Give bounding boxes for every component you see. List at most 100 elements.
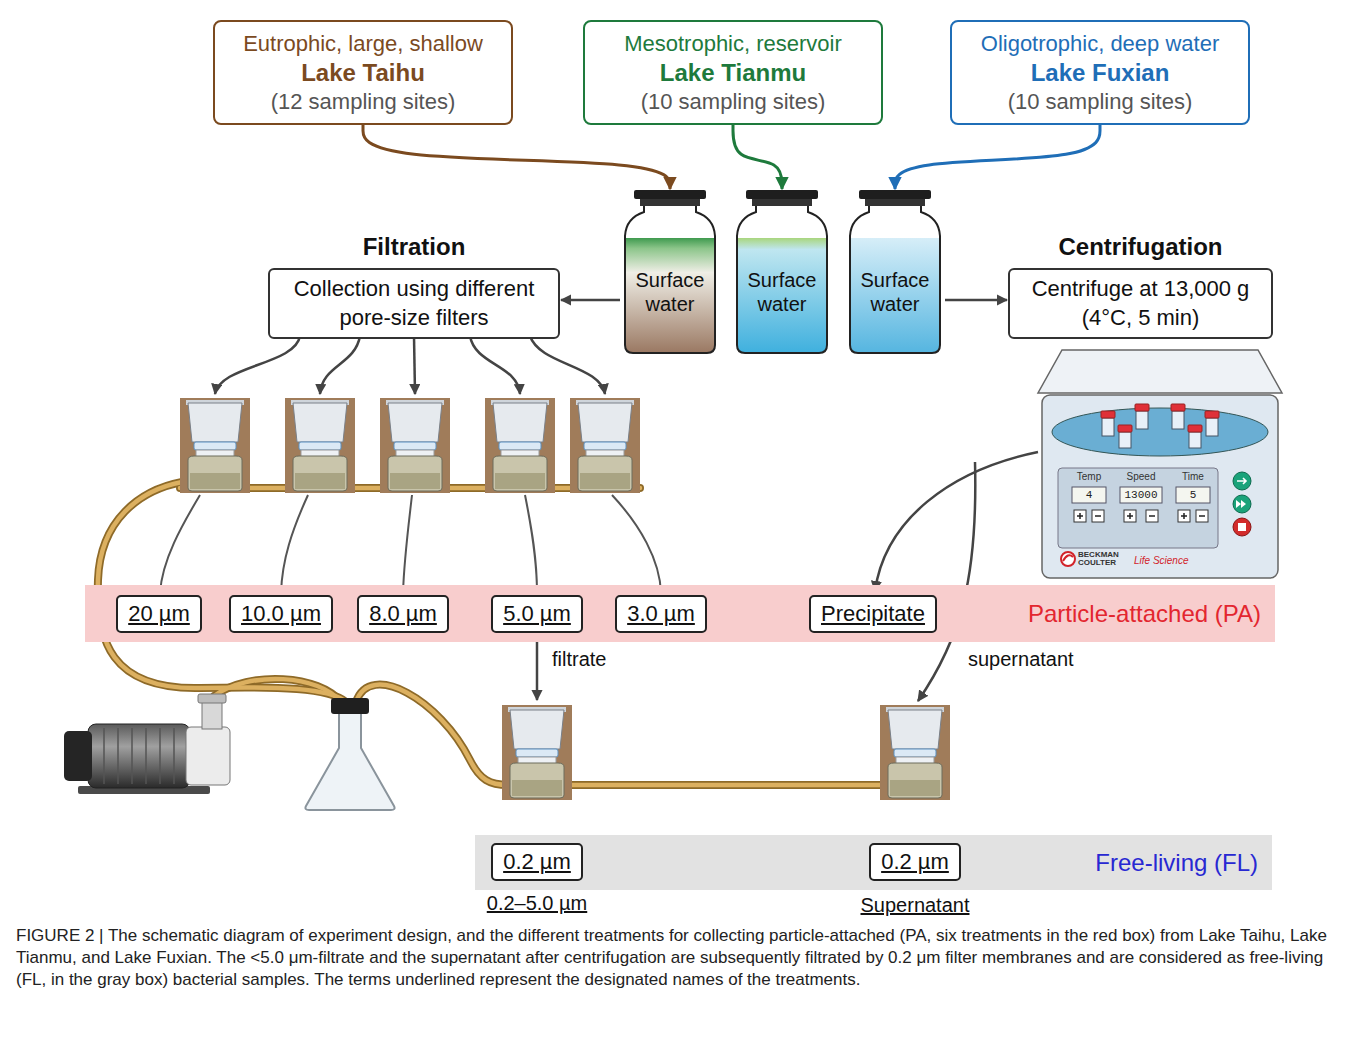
- centrifuge: [1077, 513, 1205, 519]
- centrifuge: [1199, 515, 1205, 517]
- centrifuge: [1205, 411, 1219, 418]
- method-box: Collection using different pore-size fil…: [268, 268, 560, 339]
- site-count: (12 sampling sites): [221, 88, 505, 116]
- leader-line: [403, 495, 412, 593]
- vacuum-pump: [103, 728, 105, 784]
- centrifuge: [1172, 411, 1184, 429]
- filter-funnel: [285, 398, 355, 493]
- centrifuge: [1074, 510, 1086, 522]
- bottle-label: Surface water: [625, 268, 715, 316]
- bottle-label-holder: Surface water: [620, 190, 720, 316]
- vacuum-tubing: [356, 685, 508, 785]
- lake-name: Lake Taihu: [221, 58, 505, 88]
- centrifuge: [1042, 395, 1278, 578]
- brand-tagline: Life Science: [1134, 555, 1188, 566]
- vacuum-pump: [198, 694, 226, 703]
- centrifuge: [1196, 510, 1208, 522]
- bottle-outline: [850, 198, 940, 353]
- centrifuge: [1124, 510, 1136, 522]
- flow-arrow: [215, 336, 1038, 701]
- section-heading: Filtration: [268, 232, 560, 262]
- treatment-name: 10.0 µm: [241, 601, 321, 627]
- treatment-name: 0.2 µm: [503, 849, 571, 875]
- display-value: 5: [1190, 488, 1197, 502]
- fraction-band: Particle-attached (PA)20 µm10.0 µm8.0 µm…: [85, 585, 1275, 642]
- filter-funnel: [380, 398, 450, 493]
- treatment-box: 0.2 µm: [869, 843, 961, 881]
- site-count: (10 sampling sites): [591, 88, 875, 116]
- treatment-name: 0.2 µm: [881, 849, 949, 875]
- leader-line: [160, 495, 661, 593]
- bottle-outline: [737, 198, 827, 353]
- flow-label: filtrate: [552, 648, 606, 671]
- flow-arrow: [414, 336, 415, 394]
- centrifuge: [1102, 418, 1114, 436]
- centrifuge: [1092, 510, 1104, 522]
- bottle-outline: [737, 238, 827, 353]
- centrifuge: [1061, 552, 1075, 566]
- method-group: CentrifugationCentrifuge at 13,000 g (4°…: [1008, 232, 1273, 339]
- centrifuge: [1072, 487, 1106, 503]
- water-bottle: Surface water: [845, 190, 945, 355]
- centrifuge: [1063, 555, 1073, 561]
- treatment-name: 20 µm: [128, 601, 190, 627]
- fraction-band: Free-living (FL) 0.2 µm 0.2 µm: [475, 835, 1272, 890]
- treatment-box: 5.0 µm: [491, 595, 583, 633]
- flow-arrow: [215, 336, 300, 394]
- treatment-name: Precipitate: [821, 601, 925, 627]
- filter-funnel: [180, 398, 250, 493]
- bottle-outline: [625, 198, 715, 353]
- vacuum-pump: [202, 702, 222, 729]
- centrifuge: [1079, 513, 1081, 519]
- filter-funnel: [880, 705, 950, 800]
- display-label: Temp: [1077, 471, 1101, 482]
- centrifuge: [1038, 350, 1282, 393]
- filter-funnel: [502, 705, 572, 800]
- flow-arrow: [530, 336, 605, 394]
- lake-box: Oligotrophic, deep waterLake Fuxian(10 s…: [950, 20, 1250, 125]
- vacuum-pump: [145, 728, 147, 784]
- centrifuge: [1176, 487, 1210, 503]
- filter-funnel: [485, 398, 555, 493]
- centrifuge: [1101, 411, 1115, 418]
- bottle-outline: [752, 199, 812, 206]
- centrifuge: [1189, 432, 1201, 448]
- treatment-box: Precipitate: [809, 595, 937, 633]
- centrifuge: [1101, 404, 1219, 448]
- centrifuge: [1233, 472, 1251, 490]
- centrifuge: [1206, 418, 1218, 436]
- method-text: Collection using different pore-size fil…: [278, 275, 550, 332]
- flow-arrow: [945, 299, 1007, 302]
- treatment-name: 8.0 µm: [369, 601, 437, 627]
- treatment-name: 3.0 µm: [627, 601, 695, 627]
- brand-logo: BECKMAN COULTER: [1078, 551, 1132, 567]
- vacuum-pump: [64, 694, 230, 794]
- method-box: Centrifuge at 13,000 g (4°C, 5 min): [1008, 268, 1273, 339]
- bottle-label: Surface water: [850, 268, 940, 316]
- vacuum-tubing: [570, 781, 885, 789]
- flow-arrow: [875, 452, 1038, 591]
- vacuum-tubing: [570, 783, 885, 788]
- display-value: 4: [1086, 488, 1093, 502]
- centrifuge: [1146, 510, 1158, 522]
- bottle-outline: [865, 199, 925, 206]
- centrifuge: [1038, 350, 1282, 578]
- centrifuge: [1120, 487, 1162, 503]
- bottle-outline: [737, 198, 827, 353]
- vacuum-tubing: [356, 685, 508, 785]
- method-text: Centrifuge at 13,000 g (4°C, 5 min): [1018, 275, 1263, 332]
- band-title: Free-living (FL): [1095, 849, 1258, 877]
- bottle-outline: [850, 198, 940, 353]
- flow-arrow: [918, 462, 975, 701]
- centrifuge: [1188, 425, 1202, 432]
- treatment-box: 3.0 µm: [615, 595, 707, 633]
- bottle-outline: [746, 190, 818, 199]
- lake-box: Mesotrophic, reservoirLake Tianmu(10 sam…: [583, 20, 883, 125]
- centrifuge: [1074, 510, 1208, 522]
- figure-caption: FIGURE 2 | The schematic diagram of expe…: [16, 925, 1344, 991]
- bottle-outline: [625, 198, 715, 353]
- water-bottle: Surface water: [732, 190, 832, 355]
